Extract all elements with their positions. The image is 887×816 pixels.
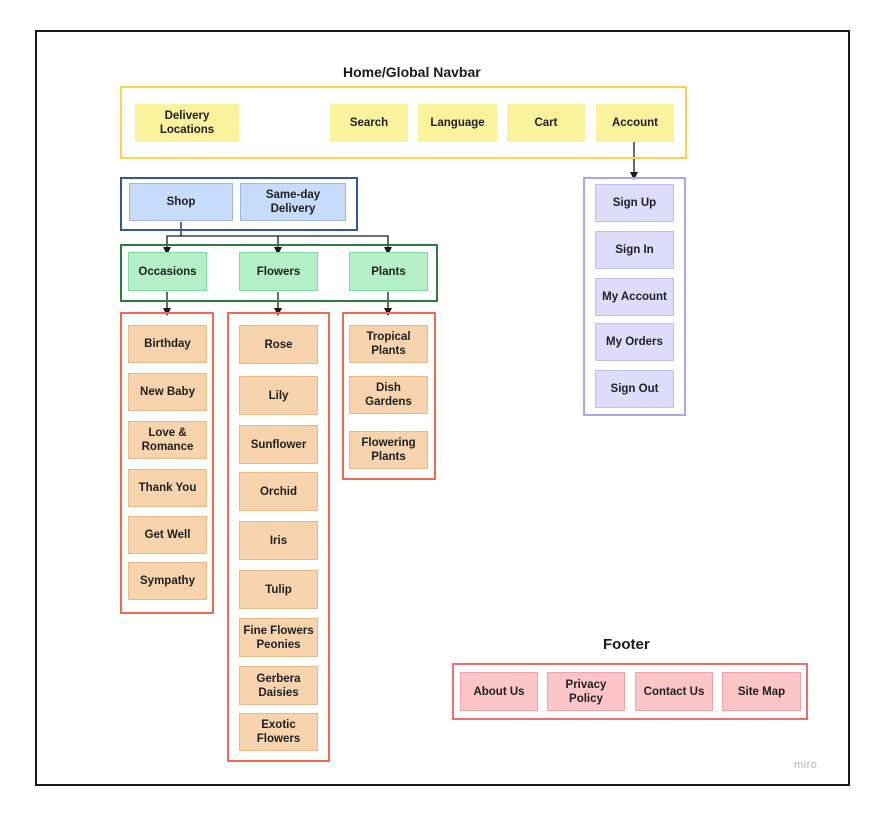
flower-item[interactable]: Iris	[239, 521, 318, 560]
footer-title: Footer	[603, 636, 650, 653]
flowers-list-group	[227, 312, 330, 762]
occasions-list-group	[120, 312, 214, 614]
flower-item[interactable]: Sunflower	[239, 425, 318, 464]
nav-language[interactable]: Language	[418, 104, 497, 142]
plant-item[interactable]: Flowering Plants	[349, 431, 428, 469]
footer-site-map[interactable]: Site Map	[722, 672, 801, 711]
account-item[interactable]: My Account	[595, 278, 674, 316]
navbar-group	[120, 86, 687, 159]
occasion-item[interactable]: Thank You	[128, 469, 207, 507]
navbar-title: Home/Global Navbar	[343, 64, 481, 80]
flower-item[interactable]: Gerbera Daisies	[239, 666, 318, 705]
account-item[interactable]: Sign In	[595, 231, 674, 269]
occasion-item[interactable]: New Baby	[128, 373, 207, 411]
occasion-item[interactable]: Sympathy	[128, 562, 207, 600]
account-item[interactable]: Sign Up	[595, 184, 674, 222]
plants-list-group	[342, 312, 436, 480]
flower-item[interactable]: Fine Flowers Peonies	[239, 618, 318, 657]
footer-group	[452, 663, 808, 720]
miro-watermark: miro	[794, 759, 818, 771]
shop-group	[120, 177, 358, 231]
flower-item[interactable]: Tulip	[239, 570, 318, 609]
flower-item[interactable]: Rose	[239, 325, 318, 364]
flowers-node[interactable]: Flowers	[239, 252, 318, 291]
occasion-item[interactable]: Birthday	[128, 325, 207, 363]
same-day-delivery-node[interactable]: Same-day Delivery	[240, 183, 346, 221]
account-menu-group	[583, 177, 686, 416]
occasion-item[interactable]: Get Well	[128, 516, 207, 554]
plant-item[interactable]: Dish Gardens	[349, 376, 428, 414]
plant-item[interactable]: Tropical Plants	[349, 325, 428, 363]
nav-search[interactable]: Search	[330, 104, 408, 142]
account-item[interactable]: Sign Out	[595, 370, 674, 408]
connector-shop-to-plants	[278, 235, 392, 255]
flower-item[interactable]: Lily	[239, 376, 318, 415]
footer-contact-us[interactable]: Contact Us	[635, 672, 713, 711]
flower-item[interactable]: Exotic Flowers	[239, 713, 318, 751]
shop-node[interactable]: Shop	[129, 183, 233, 221]
footer-privacy-policy[interactable]: Privacy Policy	[547, 672, 625, 711]
footer-about-us[interactable]: About Us	[460, 672, 538, 711]
nav-delivery-locations[interactable]: Delivery Locations	[135, 104, 239, 142]
plants-node[interactable]: Plants	[349, 252, 428, 291]
nav-cart[interactable]: Cart	[507, 104, 585, 142]
categories-group	[120, 244, 438, 302]
account-item[interactable]: My Orders	[595, 323, 674, 361]
nav-account[interactable]: Account	[596, 104, 674, 142]
flower-item[interactable]: Orchid	[239, 472, 318, 511]
occasion-item[interactable]: Love & Romance	[128, 421, 207, 459]
occasions-node[interactable]: Occasions	[128, 252, 207, 291]
